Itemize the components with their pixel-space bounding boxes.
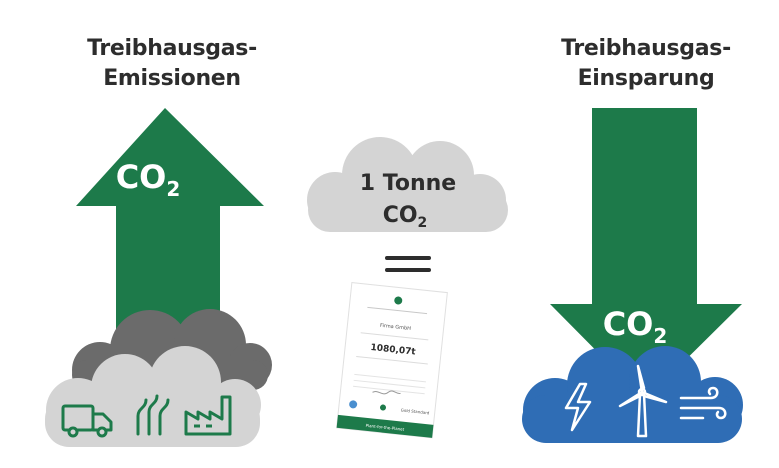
- savings-title: Treibhausgas- Einsparung: [526, 34, 766, 94]
- emissions-title: Treibhausgas- Emissionen: [52, 34, 292, 94]
- factory-icon: [184, 395, 232, 436]
- savings-title-line2: Einsparung: [577, 66, 715, 91]
- emissions-up-arrow: [76, 108, 264, 360]
- partner-logo: [379, 404, 386, 411]
- certificate-value: 1080,07t: [370, 343, 417, 358]
- certificate: Firma GmbH 1080,07t Gold Standard Plant-…: [336, 282, 448, 439]
- equals-sign: [385, 256, 431, 272]
- wind-icon: [679, 386, 727, 420]
- certificate-footer-brand: Plant-for-the-Planet: [365, 423, 404, 432]
- truck-icon: [61, 404, 113, 438]
- gold-standard-label: Gold Standard: [401, 407, 430, 415]
- emissions-title-line2: Emissionen: [103, 66, 241, 91]
- cloud-label-line1: 1 Tonne: [360, 171, 456, 196]
- wind-turbine-icon: [618, 364, 668, 438]
- savings-down-arrow: [550, 108, 742, 400]
- certificate-logo: [394, 296, 403, 305]
- emissions-arrow-label: CO2: [116, 158, 181, 201]
- certificate-company: Firma GmbH: [380, 323, 412, 332]
- exhaust-fumes-icon: [136, 394, 170, 436]
- one-tonne-cloud: [307, 137, 508, 232]
- certificate-signature: [372, 390, 401, 395]
- emissions-title-line1: Treibhausgas-: [87, 36, 257, 61]
- savings-arrow-label: CO2: [603, 305, 668, 348]
- un-emblem: [349, 400, 358, 409]
- cloud-label-co2: CO2: [383, 203, 428, 231]
- savings-title-line1: Treibhausgas-: [561, 36, 731, 61]
- lightning-icon: [564, 382, 592, 432]
